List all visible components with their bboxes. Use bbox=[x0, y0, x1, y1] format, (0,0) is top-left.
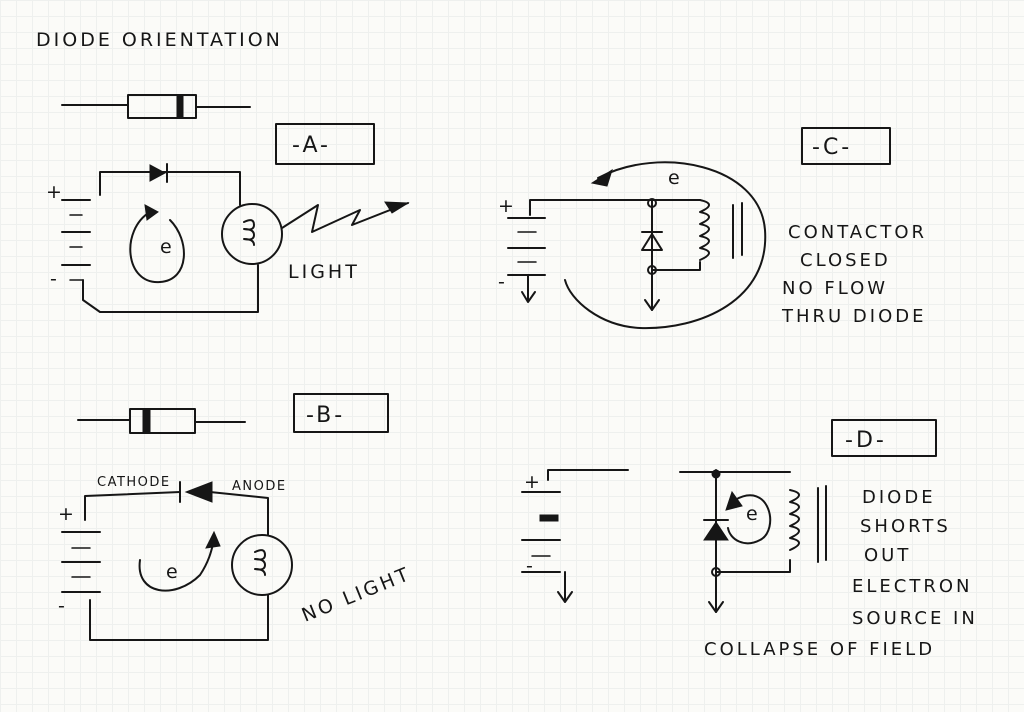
plus-sign-c: + bbox=[498, 195, 517, 217]
note-c: CONTACTOR CLOSED NO FLOW THRU DIODE bbox=[781, 222, 927, 327]
electron-flow-arrow-c bbox=[564, 161, 767, 330]
electron-label-d: e bbox=[746, 503, 761, 525]
note-d-line: DIODE bbox=[862, 487, 936, 508]
label-b: -B- bbox=[306, 403, 345, 428]
plus-sign-b: + bbox=[58, 503, 77, 525]
note-d: DIODE SHORTS OUT ELECTRON SOURCE IN COLL… bbox=[704, 487, 978, 660]
diode-symbol-c bbox=[641, 233, 663, 251]
note-d-line: ELECTRON bbox=[852, 576, 972, 597]
light-ray-icon bbox=[281, 202, 409, 233]
label-c: -C- bbox=[812, 135, 852, 160]
anode-label: ANODE bbox=[232, 479, 287, 494]
filament-a bbox=[243, 219, 255, 246]
diode-component-b bbox=[77, 408, 246, 434]
panel-b: -B- CATHODE ANODE + - e NO LIGHT bbox=[58, 393, 415, 641]
electron-flow-arrow-d bbox=[727, 494, 772, 545]
note-d-line: SHORTS bbox=[860, 516, 951, 537]
relay-coil-d bbox=[789, 489, 800, 551]
minus-sign-c: - bbox=[498, 271, 508, 293]
filament-b bbox=[254, 549, 266, 576]
circuit-c: + - e bbox=[498, 161, 767, 330]
electron-label-b: e bbox=[166, 561, 181, 583]
label-box-d: -D- bbox=[831, 419, 937, 457]
electron-label-c: e bbox=[668, 167, 683, 189]
note-d-line: SOURCE IN bbox=[852, 608, 978, 629]
label-box-b: -B- bbox=[293, 393, 389, 433]
label-d: -D- bbox=[845, 428, 887, 453]
plus-sign-d: + bbox=[524, 471, 543, 493]
circuit-a: + - e LIGHT bbox=[46, 163, 410, 313]
plus-sign-a: + bbox=[46, 181, 65, 203]
lamp-b bbox=[231, 534, 293, 596]
circuit-d: + - e bbox=[521, 469, 827, 613]
note-c-line: CONTACTOR bbox=[788, 222, 927, 243]
circuit-b: CATHODE ANODE + - e NO LIGHT bbox=[58, 475, 415, 641]
note-c-line: NO FLOW bbox=[782, 278, 888, 299]
relay-coil-c bbox=[699, 199, 710, 261]
diode-symbol-b bbox=[184, 481, 213, 503]
label-box-a: -A- bbox=[275, 123, 375, 165]
minus-sign-a: - bbox=[50, 268, 60, 290]
diode-component-a bbox=[61, 94, 251, 119]
panel-d: -D- + - e bbox=[521, 419, 978, 660]
note-c-line: CLOSED bbox=[800, 250, 891, 271]
lamp-caption-a: LIGHT bbox=[288, 261, 360, 283]
label-box-c: -C- bbox=[801, 127, 891, 165]
electron-flow-arrow-a bbox=[129, 211, 185, 284]
minus-sign-b: - bbox=[58, 595, 68, 617]
note-d-line: OUT bbox=[864, 545, 911, 566]
page-title: DIODE ORIENTATION bbox=[36, 29, 283, 51]
note-c-line: THRU DIODE bbox=[781, 306, 927, 327]
label-a: -A- bbox=[292, 133, 331, 158]
lamp-a bbox=[221, 203, 283, 265]
note-d-line: COLLAPSE OF FIELD bbox=[704, 639, 935, 660]
electron-flow-arrow-b bbox=[138, 539, 215, 592]
panel-c: -C- + - e CONTAC bbox=[498, 127, 927, 330]
lamp-caption-b: NO LIGHT bbox=[299, 563, 415, 627]
cathode-label: CATHODE bbox=[97, 475, 171, 490]
minus-sign-d: - bbox=[526, 555, 536, 577]
panel-a: -A- + - e LIGHT bbox=[46, 94, 410, 313]
diode-symbol-d bbox=[703, 521, 729, 541]
electron-label-a: e bbox=[160, 236, 175, 258]
